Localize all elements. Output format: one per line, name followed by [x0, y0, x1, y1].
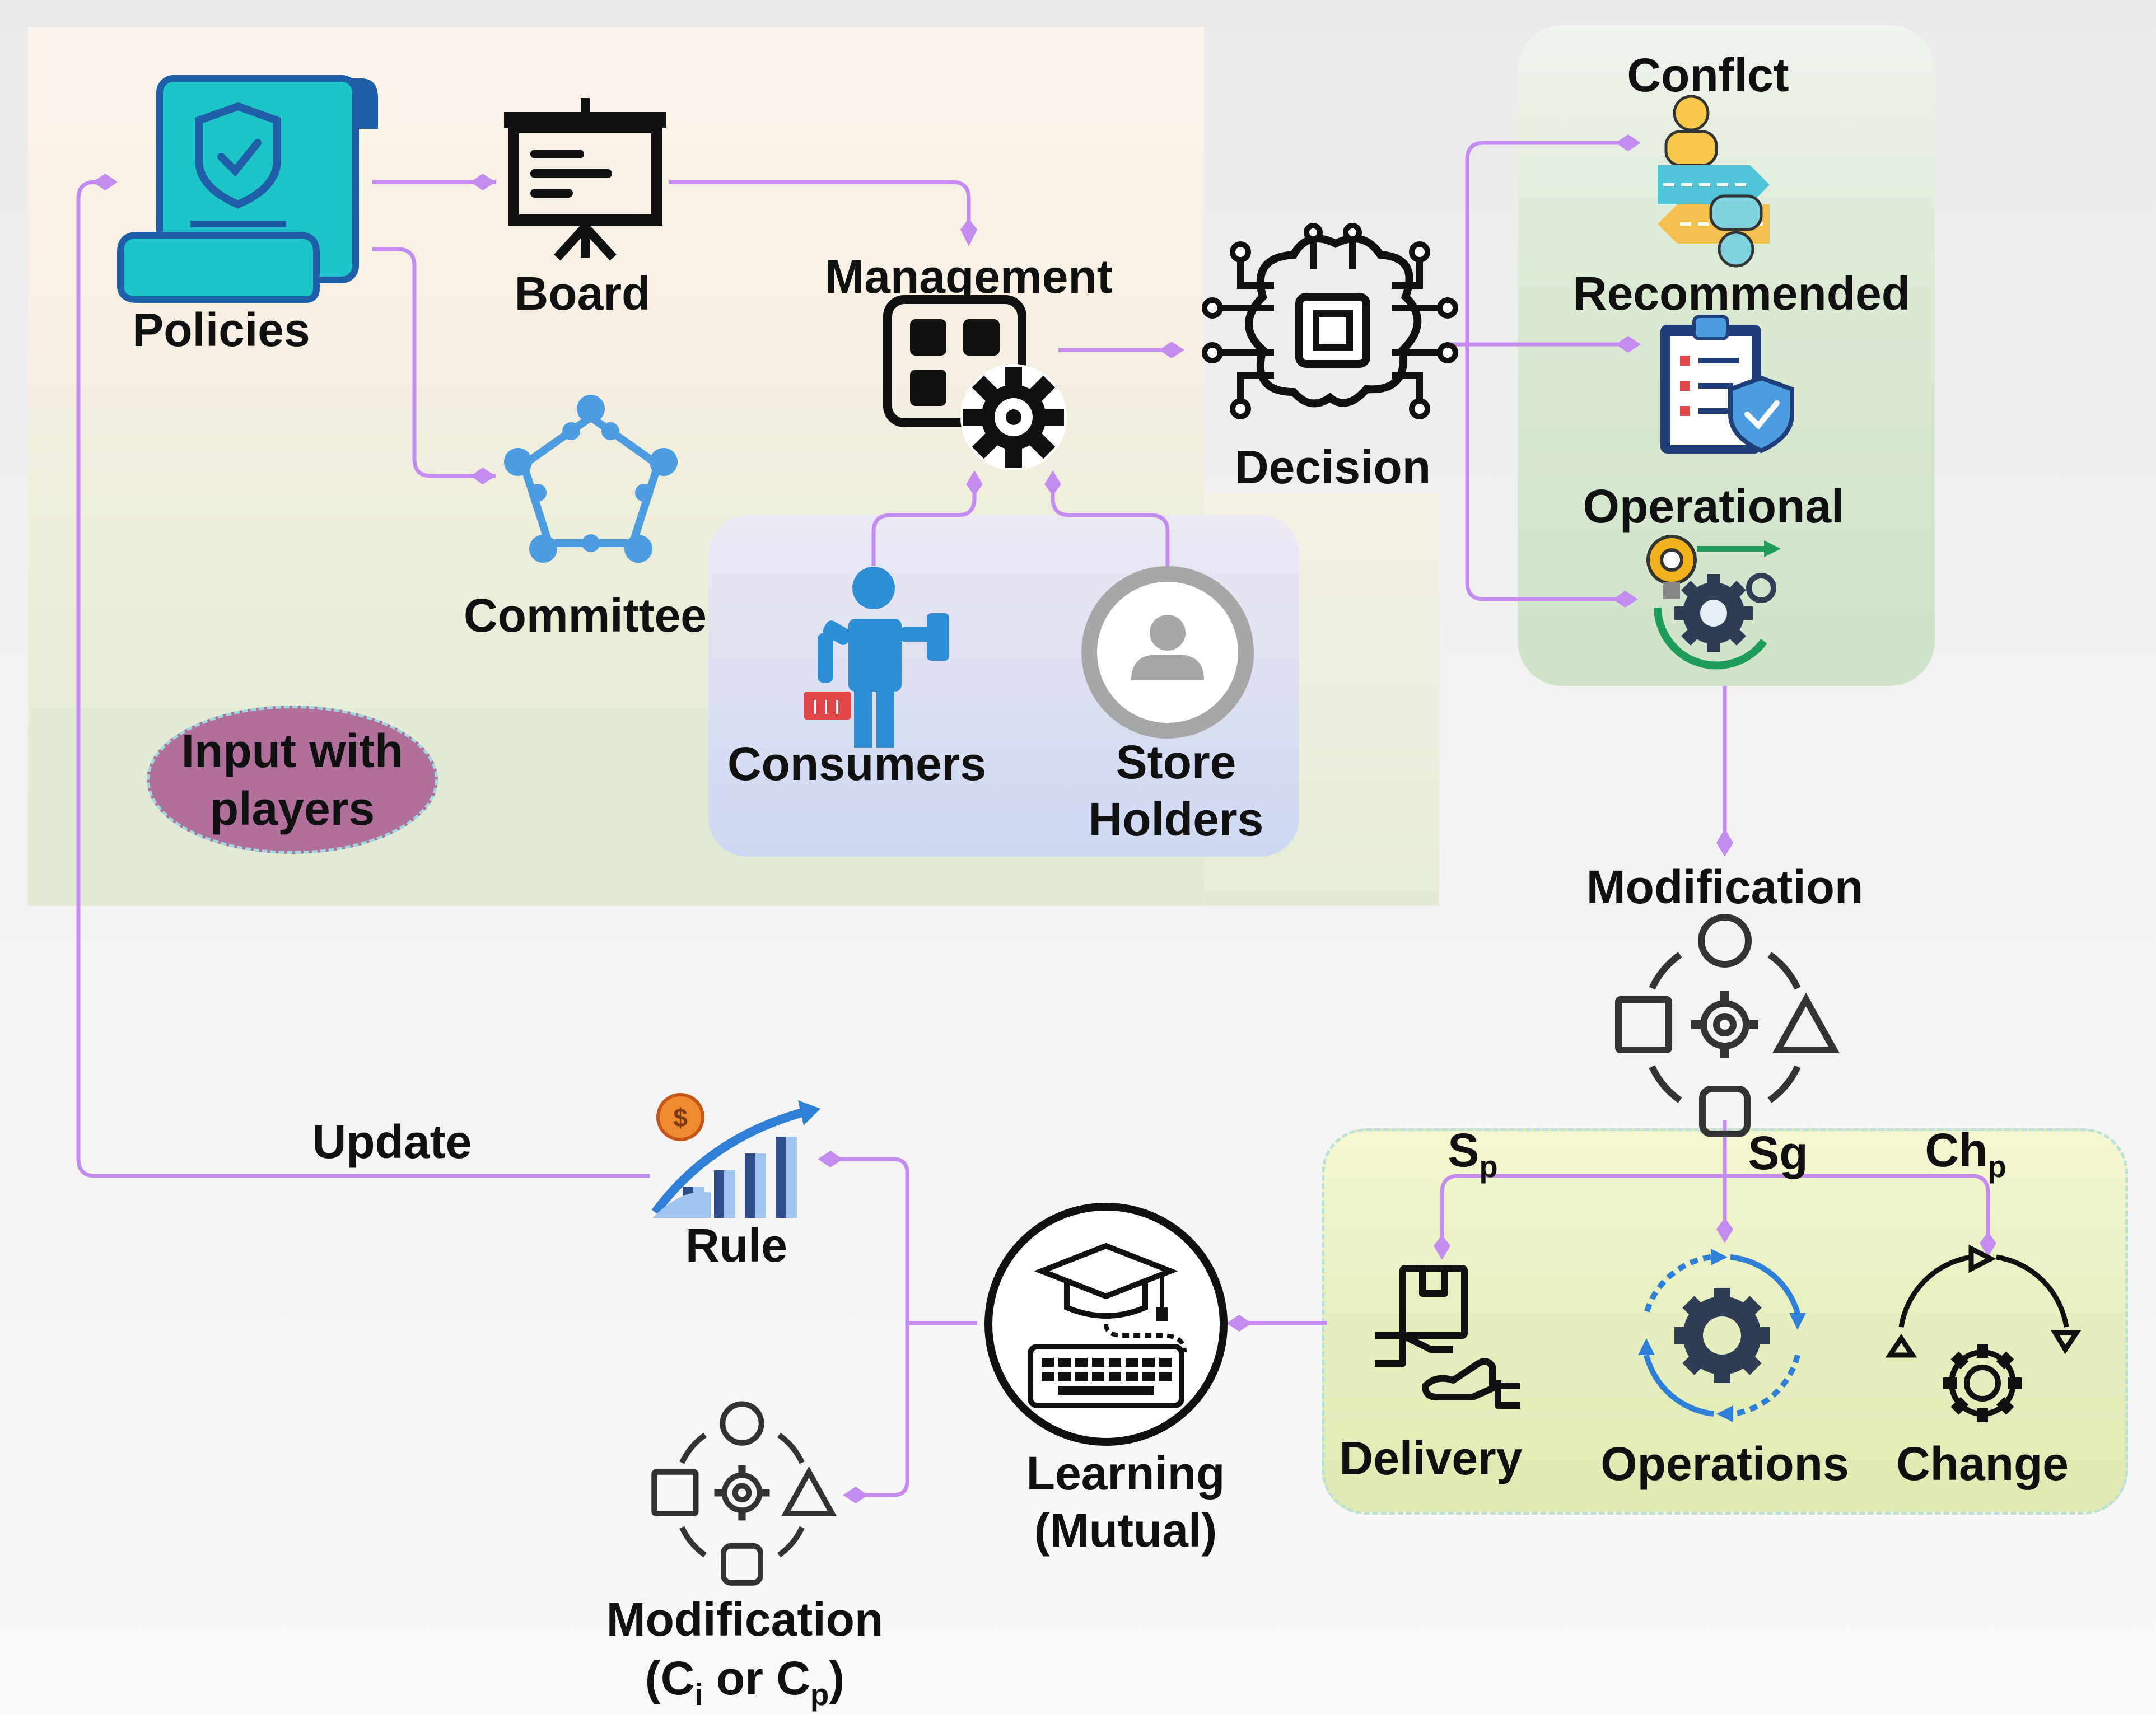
- conflict-people-icon: [1658, 95, 1770, 268]
- management-label: Management: [825, 250, 1113, 303]
- rule-label: Rule: [685, 1219, 788, 1272]
- connector-decision-outcomes: [1450, 141, 1624, 601]
- mod2-open: (C: [645, 1652, 695, 1704]
- connector-diamond: [1716, 829, 1733, 857]
- store-holders-line2: Holders: [1088, 793, 1264, 846]
- mod2-sub-i: i: [694, 1678, 703, 1712]
- sp-label: Sp: [1434, 1125, 1512, 1183]
- connector-diamond: [818, 1151, 843, 1167]
- connector-diamond: [1226, 1315, 1252, 1332]
- modification-shapes-icon: [1615, 914, 1840, 1137]
- connector-diamond: [1716, 1218, 1733, 1243]
- operational-label: Operational: [1583, 480, 1845, 533]
- decision-label: Decision: [1234, 441, 1431, 493]
- delivery-hands-box-icon: [1375, 1265, 1520, 1409]
- input-with-players-badge: Input with players: [147, 706, 438, 854]
- policy-scroll-icon: [117, 75, 378, 303]
- presentation-board-icon: [504, 98, 666, 261]
- connector-learning-split: [837, 1157, 977, 1497]
- board-label: Board: [514, 267, 651, 320]
- management-settings-icon: [883, 295, 1067, 470]
- modification-shapes-icon-small: [651, 1401, 837, 1586]
- mod2-close: ): [829, 1652, 845, 1704]
- chp-subscript: p: [1987, 1150, 2006, 1184]
- connector-diamond: [1613, 591, 1638, 608]
- committee-team-icon: [504, 395, 678, 563]
- connector-diamond: [966, 470, 983, 496]
- connector-diamond: [1044, 470, 1061, 496]
- policies-label: Policies: [132, 303, 310, 356]
- learning-graduation-keyboard-icon: [984, 1203, 1228, 1446]
- connector-policies-committee: [372, 247, 496, 478]
- operations-cycle-gear-icon: [1638, 1249, 1806, 1422]
- connector-diamond: [1616, 134, 1641, 151]
- chp-main: Ch: [1925, 1124, 1988, 1176]
- operations-label: Operations: [1600, 1437, 1849, 1490]
- connector-diamond: [470, 174, 496, 190]
- connector-diamond: [1980, 1232, 1996, 1257]
- update-label: Update: [312, 1115, 472, 1168]
- connector-diamond: [1434, 1235, 1450, 1260]
- change-cycle-gear-icon: [1885, 1244, 2082, 1422]
- connector-diamond: [1159, 342, 1184, 358]
- learning-line1: Learning: [1026, 1447, 1225, 1500]
- consumer-shopper-icon: [804, 567, 949, 748]
- store-holders-line1: Store: [1116, 736, 1236, 788]
- store-holders-label: Store Holders: [1064, 734, 1288, 848]
- sp-main: S: [1448, 1124, 1480, 1176]
- mod2-sub-p: p: [810, 1678, 829, 1712]
- conflict-label: Conflct: [1627, 49, 1789, 101]
- learning-label: Learning (Mutual): [986, 1445, 1266, 1559]
- connector-diamond: [1616, 336, 1641, 353]
- connector-storeholders-management: [1051, 482, 1170, 566]
- clipboard-checklist-icon: [1660, 315, 1794, 454]
- connector-update-loop: [76, 180, 650, 1178]
- modification-label: Modification: [1586, 861, 1864, 913]
- mod2-or: or C: [703, 1652, 810, 1704]
- sp-subscript: p: [1479, 1150, 1498, 1184]
- input-with-players-line2: players: [209, 782, 375, 835]
- operational-idea-gear-icon: [1646, 535, 1781, 670]
- ai-brain-chip-icon: [1202, 223, 1458, 419]
- input-with-players-line1: Input with: [181, 725, 404, 778]
- change-label: Change: [1896, 1437, 2069, 1490]
- connector-diamond: [470, 468, 496, 484]
- delivery-label: Delivery: [1339, 1432, 1523, 1484]
- learning-line2: (Mutual): [1034, 1504, 1217, 1557]
- connector-diamond: [960, 218, 977, 246]
- modification-ci-cp-line2: (Ci or Cp): [571, 1649, 918, 1714]
- connector-board-management: [669, 180, 971, 230]
- store-holder-avatar-icon: [1081, 566, 1254, 739]
- chp-label: Chp: [1910, 1125, 2022, 1183]
- dollar-coin-symbol: $: [673, 1103, 688, 1132]
- recommended-label: Recommended: [1572, 267, 1911, 320]
- sg-label: Sg: [1748, 1127, 1808, 1179]
- committee-label: Committee: [463, 589, 707, 642]
- rule-growth-chart-icon: $: [651, 1093, 820, 1218]
- modification-ci-cp-line1: Modification: [606, 1593, 884, 1646]
- consumers-label: Consumers: [727, 737, 987, 790]
- connector-diamond: [843, 1487, 868, 1503]
- connector-diamond: [92, 174, 118, 190]
- modification-ci-cp-label: Modification (Ci or Cp): [571, 1590, 918, 1714]
- connector-consumers-management: [871, 482, 977, 566]
